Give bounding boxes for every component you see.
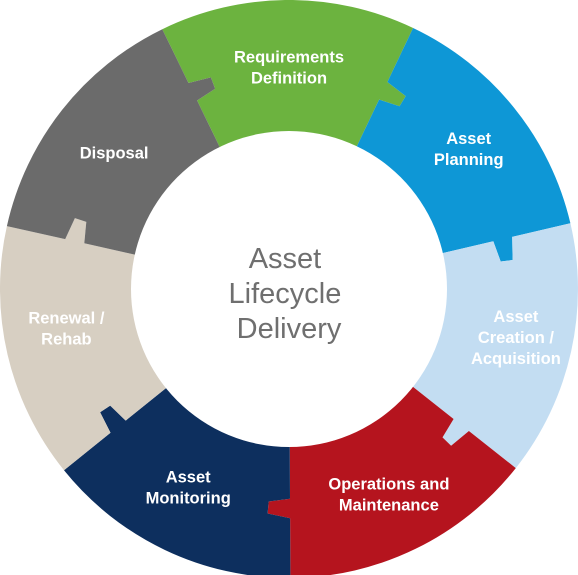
label-asset-monitoring-line-2: Monitoring [146, 489, 231, 507]
label-requirements-definition-line-2: Definition [251, 70, 327, 88]
label-renewal-rehab-line-2: Rehab [41, 331, 91, 349]
label-asset-planning-line-1: Asset [446, 130, 491, 148]
label-disposal-line-1: Disposal [80, 144, 149, 162]
segment-disposal [6, 29, 224, 257]
label-asset-creation-acquisition-line-1: Asset [493, 308, 538, 326]
label-operations-and-maintenance-line-2: Maintenance [339, 496, 439, 514]
label-asset-creation-acquisition-line-3: Acquisition [471, 350, 561, 368]
label-asset-monitoring-line-1: Asset [166, 468, 211, 486]
label-asset-creation-acquisition-line-2: Creation / [478, 329, 555, 347]
segment-renewal-rehab [0, 218, 173, 471]
label-asset-planning-line-2: Planning [434, 151, 504, 169]
label-disposal: Disposal [80, 144, 149, 162]
label-requirements-definition-line-1: Requirements [234, 49, 344, 67]
label-operations-and-maintenance-line-1: Operations and [328, 475, 449, 493]
label-renewal-rehab: Renewal / Rehab [28, 310, 105, 349]
segment-operations-and-maintenance [267, 381, 516, 575]
center-title-line-3: Delivery [237, 313, 342, 345]
center-title-line-1: Asset [249, 243, 322, 275]
center-title: Asset Lifecycle Delivery [229, 243, 350, 345]
label-renewal-rehab-line-1: Renewal / [28, 310, 105, 328]
segment-requirements-definition [162, 0, 414, 155]
center-disc [131, 131, 447, 447]
segment-asset-creation-acquisition [406, 223, 578, 469]
segment-asset-planning [353, 28, 571, 262]
center-title-line-2: Lifecycle [229, 278, 342, 310]
